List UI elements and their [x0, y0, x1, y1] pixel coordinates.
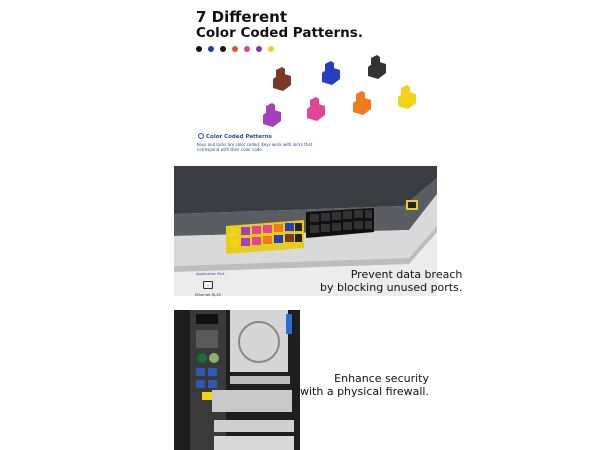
key-blue	[322, 61, 340, 85]
swatch-orange	[232, 46, 238, 52]
heading-line-2: Color Coded Patterns.	[196, 25, 363, 41]
ethernet-label: Ethernet RJ-45	[195, 293, 221, 297]
swatch-purple	[256, 46, 262, 52]
pc-rear-illustration	[174, 310, 300, 450]
switch-illustration	[174, 166, 437, 272]
swatch-yellow	[268, 46, 274, 52]
description-text: Keys and locks are color coded. Keys wor…	[197, 142, 313, 152]
heading-line-1: 7 Different	[196, 8, 287, 26]
key-orange	[353, 91, 371, 115]
pc-tower-photo	[174, 310, 300, 450]
swatch-black	[196, 46, 202, 52]
color-keys-illustration	[263, 55, 416, 127]
key-purple	[263, 103, 281, 127]
key-brown	[273, 67, 291, 91]
swatch-blue	[208, 46, 214, 52]
info-icon	[198, 133, 204, 139]
caption-line-1: Enhance security	[334, 372, 429, 385]
caption-prevent-breach: Prevent data breach by blocking unused p…	[320, 268, 462, 294]
swatch-pink	[244, 46, 250, 52]
application-port-label: Application Port	[196, 272, 225, 276]
key-black	[368, 55, 386, 79]
ethernet-port-icon	[203, 281, 213, 289]
subheading-text: Color Coded Patterns	[206, 134, 272, 140]
caption-line-2: with a physical firewall.	[300, 385, 429, 398]
key-pink	[307, 97, 325, 121]
switch-photo	[174, 166, 437, 296]
caption-enhance-security: Enhance security with a physical firewal…	[300, 372, 429, 398]
key-yellow	[398, 85, 416, 109]
caption-line-1: Prevent data breach	[350, 268, 463, 281]
subheading: Color Coded Patterns	[198, 133, 272, 141]
swatch-dark	[220, 46, 226, 52]
caption-line-2: by blocking unused ports.	[320, 281, 463, 294]
